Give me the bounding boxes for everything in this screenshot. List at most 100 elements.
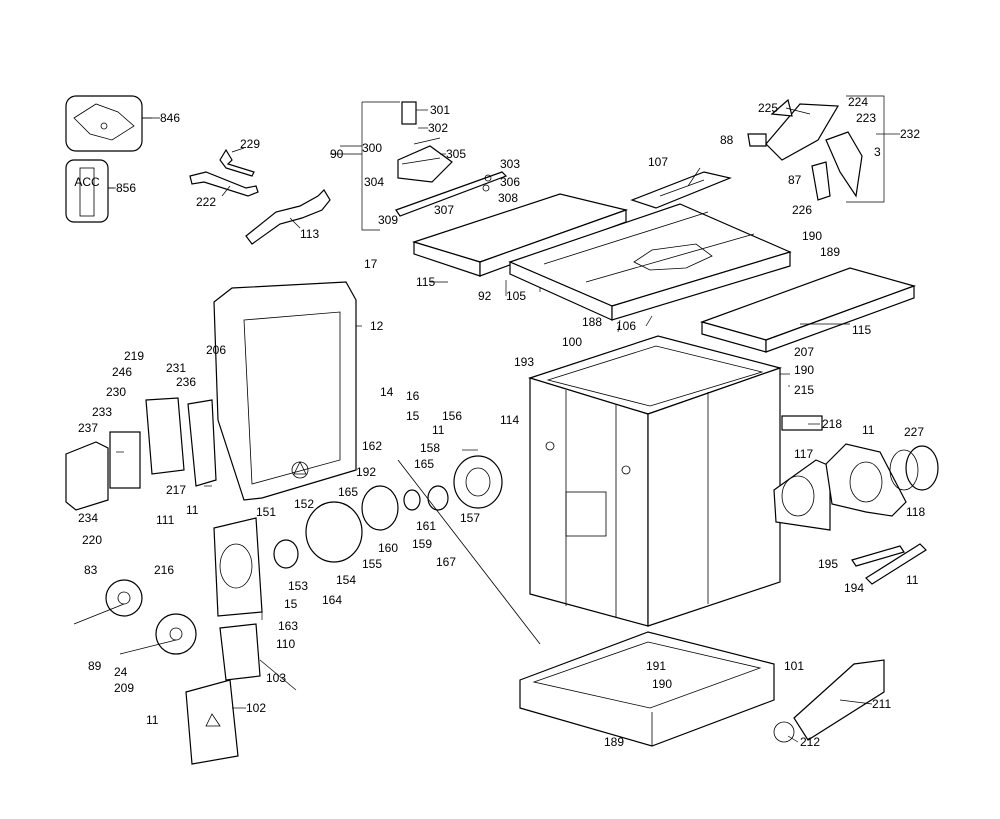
label-114: 114 xyxy=(500,413,519,427)
part-115-right-extension xyxy=(700,267,916,353)
label-165-right: 165 xyxy=(414,457,434,471)
label-220: 220 xyxy=(82,533,102,547)
label-155: 155 xyxy=(362,557,382,571)
part-arbor-assembly xyxy=(273,455,541,645)
label-224: 224 xyxy=(848,95,868,109)
part-cabinet-base xyxy=(528,335,783,627)
label-152: 152 xyxy=(294,497,314,511)
label-16: 16 xyxy=(406,389,420,403)
label-215: 215 xyxy=(794,383,814,397)
label-15-upper: 15 xyxy=(406,409,420,423)
label-230: 230 xyxy=(106,385,126,399)
label-117: 117 xyxy=(794,447,813,461)
label-233: 233 xyxy=(92,405,112,419)
part-number-labels: 846 856 229 222 113 301 302 300 305 90 3… xyxy=(78,95,925,749)
part-110-panel xyxy=(213,517,263,617)
label-158: 158 xyxy=(420,441,440,455)
part-211-hose xyxy=(773,659,885,743)
label-164: 164 xyxy=(322,593,342,607)
part-118-port-housing xyxy=(825,443,907,517)
label-106: 106 xyxy=(616,319,636,333)
label-161: 161 xyxy=(416,519,436,533)
label-192: 192 xyxy=(356,465,376,479)
label-217: 217 xyxy=(166,483,186,497)
part-117-port-plate xyxy=(773,459,831,531)
part-195-194 xyxy=(781,415,927,585)
label-206: 206 xyxy=(206,343,226,357)
label-12: 12 xyxy=(370,319,384,333)
part-232-blade-guard xyxy=(747,95,885,203)
label-301: 301 xyxy=(430,103,450,117)
label-211: 211 xyxy=(872,697,891,711)
label-154: 154 xyxy=(336,573,356,587)
label-189-top: 189 xyxy=(820,245,840,259)
label-11-front: 11 xyxy=(146,713,159,727)
label-303: 303 xyxy=(500,157,520,171)
label-90: 90 xyxy=(330,147,344,161)
label-102: 102 xyxy=(246,701,266,715)
label-107: 107 xyxy=(648,155,668,169)
label-87: 87 xyxy=(788,173,802,187)
label-302: 302 xyxy=(428,121,448,135)
label-92: 92 xyxy=(478,289,492,303)
label-165-left: 165 xyxy=(338,485,358,499)
label-3: 3 xyxy=(874,145,881,159)
label-100: 100 xyxy=(562,335,582,349)
label-227: 227 xyxy=(904,425,924,439)
label-153: 153 xyxy=(288,579,308,593)
label-103: 103 xyxy=(266,671,286,685)
part-237-switch-box xyxy=(65,397,217,511)
label-207: 207 xyxy=(794,345,814,359)
label-190-top: 190 xyxy=(802,229,822,243)
part-107-throat-plate xyxy=(630,171,732,209)
label-209: 209 xyxy=(114,681,134,695)
label-88: 88 xyxy=(720,133,734,147)
label-17: 17 xyxy=(364,257,378,271)
acc-text: ACC xyxy=(74,175,100,189)
label-223: 223 xyxy=(856,111,876,125)
label-189-base: 189 xyxy=(604,735,624,749)
label-89: 89 xyxy=(88,659,102,673)
label-113: 113 xyxy=(300,227,319,241)
label-856: 856 xyxy=(116,181,136,195)
label-212: 212 xyxy=(800,735,820,749)
label-160: 160 xyxy=(378,541,398,555)
part-102-front-plate xyxy=(185,679,239,765)
label-15-lower: 15 xyxy=(284,597,298,611)
label-246: 246 xyxy=(112,365,132,379)
label-190-mid: 190 xyxy=(794,363,814,377)
label-167: 167 xyxy=(436,555,456,569)
label-236: 236 xyxy=(176,375,196,389)
part-83-handwheel xyxy=(73,579,143,625)
part-103-frame xyxy=(219,623,261,681)
label-11-switch: 11 xyxy=(186,503,199,517)
label-111: 111 xyxy=(156,513,175,527)
label-11-arbor: 11 xyxy=(432,423,445,437)
label-14: 14 xyxy=(380,385,394,399)
label-194: 194 xyxy=(844,581,864,595)
label-101: 101 xyxy=(784,659,804,673)
leader-lines xyxy=(108,107,900,743)
label-195: 195 xyxy=(818,557,838,571)
label-159: 159 xyxy=(412,537,432,551)
label-83: 83 xyxy=(84,563,98,577)
part-105-main-table xyxy=(508,203,792,321)
label-162: 162 xyxy=(362,439,382,453)
label-305: 305 xyxy=(446,147,466,161)
part-90-miter-gauge xyxy=(361,101,508,231)
label-306: 306 xyxy=(500,175,520,189)
label-11-rail: 11 xyxy=(906,573,919,587)
part-856-box: ACC xyxy=(65,159,114,223)
label-225: 225 xyxy=(758,101,778,115)
part-113-wrench xyxy=(245,189,331,245)
label-151: 151 xyxy=(256,505,276,519)
part-handwheel-2 xyxy=(119,613,197,655)
label-307: 307 xyxy=(434,203,454,217)
label-105: 105 xyxy=(506,289,526,303)
label-226: 226 xyxy=(792,203,812,217)
label-118: 118 xyxy=(906,505,925,519)
label-219: 219 xyxy=(124,349,144,363)
part-227-port-ring xyxy=(889,445,939,491)
label-231: 231 xyxy=(166,361,186,375)
